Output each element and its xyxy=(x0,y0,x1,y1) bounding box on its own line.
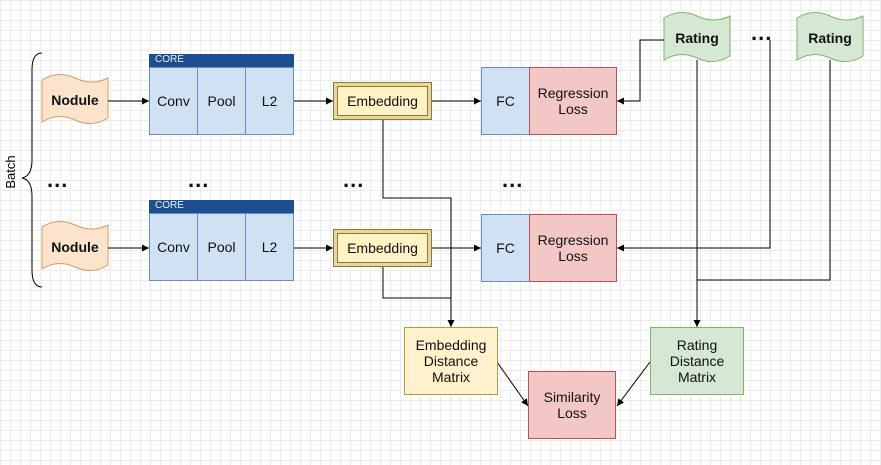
rating-label-left: Rating xyxy=(675,30,719,46)
regression-loss-top-line1: Regression xyxy=(537,85,609,101)
arrow-embedding-top-distance xyxy=(382,120,455,327)
embedding-distance-line2: Distance xyxy=(423,353,479,369)
ellipsis-fc: ... xyxy=(502,167,524,192)
conv-block-top: Conv xyxy=(149,67,198,135)
arrow-rating-right-regression-bottom xyxy=(617,40,771,252)
rating-distance-line2: Distance xyxy=(669,353,725,369)
nodule-flag-top xyxy=(41,74,109,124)
batch-label: Batch xyxy=(3,155,18,188)
nodule-label-bottom: Nodule xyxy=(51,239,99,255)
arrow-embedding-bottom-distance xyxy=(382,267,451,299)
embedding-distance-line1: Embedding xyxy=(415,337,487,353)
l2-block-bottom: L2 xyxy=(245,213,294,281)
core-header-top: CORE xyxy=(149,54,294,67)
rating-flag-left xyxy=(663,12,731,62)
pool-block-bottom: Pool xyxy=(197,213,246,281)
ellipsis-nodule: ... xyxy=(47,167,69,192)
ellipsis-rating: ... xyxy=(751,20,773,45)
fc-block-top: FC xyxy=(481,67,530,135)
embedding-block-bottom: Embedding xyxy=(333,229,432,267)
ellipsis-embedding: ... xyxy=(343,167,365,192)
similarity-loss-line1: Similarity xyxy=(543,389,601,405)
fc-block-bottom: FC xyxy=(481,214,530,282)
regression-loss-bottom-line1: Regression xyxy=(537,232,609,248)
rating-distance-matrix: Rating Distance Matrix xyxy=(650,327,744,395)
embedding-distance-line3: Matrix xyxy=(431,369,471,385)
conv-block-bottom: Conv xyxy=(149,213,198,281)
embedding-block-top: Embedding xyxy=(333,82,432,120)
arrow-embdist-similarity xyxy=(496,361,529,407)
batch-brace xyxy=(21,52,43,288)
arrow-rating-right-distance xyxy=(697,60,831,281)
l2-block-top: L2 xyxy=(245,67,294,135)
rating-distance-line3: Matrix xyxy=(677,369,717,385)
regression-loss-bottom: Regression Loss xyxy=(529,214,617,282)
regression-loss-top-line2: Loss xyxy=(558,101,588,117)
ellipsis-core: ... xyxy=(188,167,210,192)
pool-block-top: Pool xyxy=(197,67,246,135)
rating-flag-right xyxy=(796,12,864,62)
embedding-distance-matrix: Embedding Distance Matrix xyxy=(404,327,498,395)
arrow-rating-left-regression-top xyxy=(617,39,664,105)
core-header-bottom: CORE xyxy=(149,200,294,213)
regression-loss-bottom-line2: Loss xyxy=(558,248,588,264)
regression-loss-top: Regression Loss xyxy=(529,67,617,135)
nodule-label-top: Nodule xyxy=(51,92,99,108)
rating-distance-line1: Rating xyxy=(676,337,718,353)
similarity-loss-line2: Loss xyxy=(557,405,587,421)
nodule-flag-bottom xyxy=(41,221,109,271)
arrow-ratdist-similarity xyxy=(616,361,651,407)
similarity-loss: Similarity Loss xyxy=(528,371,616,439)
rating-label-right: Rating xyxy=(808,30,852,46)
